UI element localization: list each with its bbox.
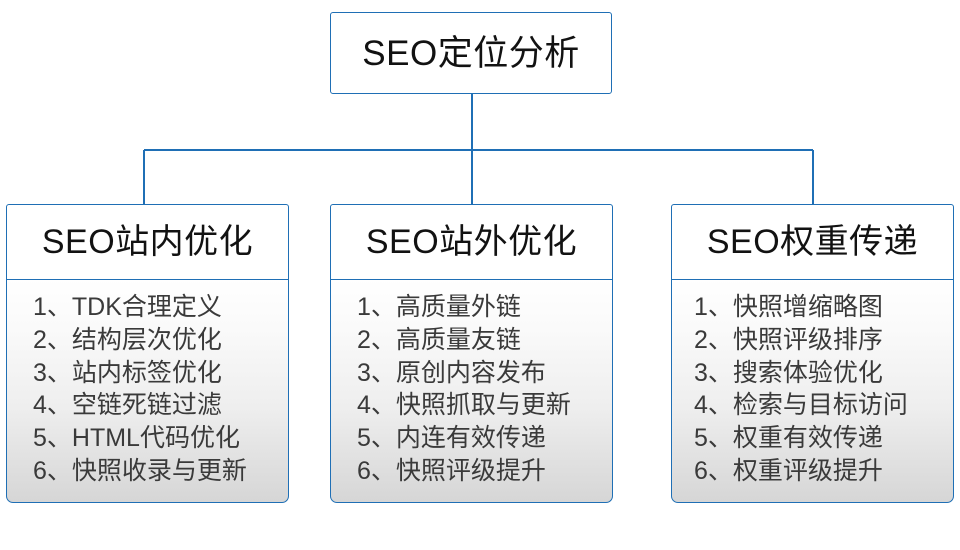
list-item: 3、原创内容发布 (357, 358, 546, 387)
branch-body: 1、高质量外链 2、高质量友链 3、原创内容发布 4、快照抓取与更新 5、内连有… (330, 279, 613, 503)
list-item: 5、权重有效传递 (694, 424, 883, 452)
branch-node-seo-onsite[interactable]: SEO站内优化 1、TDK合理定义 2、结构层次优化 3、站内标签优化 4、空链… (6, 204, 289, 503)
list-item: 2、高质量友链 (357, 325, 521, 354)
list-item: 5、内连有效传递 (357, 424, 546, 452)
branch-title: SEO站内优化 (41, 223, 254, 261)
branch-node-seo-weight-transfer[interactable]: SEO权重传递 1、快照增缩略图 2、快照评级排序 3、搜索体验优化 4、检索与… (671, 204, 954, 503)
branch-item-list: 1、快照增缩略图 2、快照评级排序 3、搜索体验优化 4、检索与目标访问 5、权… (672, 291, 953, 488)
list-item: 1、TDK合理定义 (33, 293, 222, 321)
list-item: 6、快照评级提升 (357, 456, 546, 485)
list-item: 6、快照收录与更新 (33, 456, 247, 485)
branch-node-seo-offsite[interactable]: SEO站外优化 1、高质量外链 2、高质量友链 3、原创内容发布 4、快照抓取与… (330, 204, 613, 503)
list-item: 4、空链死链过滤 (33, 391, 222, 420)
branch-header[interactable]: SEO权重传递 (671, 204, 954, 280)
branch-body: 1、快照增缩略图 2、快照评级排序 3、搜索体验优化 4、检索与目标访问 5、权… (671, 279, 954, 503)
branch-item-list: 1、高质量外链 2、高质量友链 3、原创内容发布 4、快照抓取与更新 5、内连有… (331, 291, 612, 488)
branch-item-list: 1、TDK合理定义 2、结构层次优化 3、站内标签优化 4、空链死链过滤 5、H… (7, 291, 288, 488)
list-item: 1、高质量外链 (357, 293, 521, 321)
branch-body: 1、TDK合理定义 2、结构层次优化 3、站内标签优化 4、空链死链过滤 5、H… (6, 279, 289, 503)
list-item: 3、站内标签优化 (33, 358, 222, 387)
list-item: 6、权重评级提升 (694, 456, 883, 485)
list-item: 2、结构层次优化 (33, 325, 222, 354)
list-item: 4、检索与目标访问 (694, 391, 908, 420)
root-node[interactable]: SEO定位分析 (330, 12, 612, 94)
list-item: 3、搜索体验优化 (694, 358, 883, 387)
list-item: 2、快照评级排序 (694, 325, 883, 354)
branch-header[interactable]: SEO站外优化 (330, 204, 613, 280)
list-item: 5、HTML代码优化 (33, 424, 240, 452)
list-item: 4、快照抓取与更新 (357, 391, 571, 420)
branch-title: SEO权重传递 (706, 223, 919, 261)
branch-header[interactable]: SEO站内优化 (6, 204, 289, 280)
list-item: 1、快照增缩略图 (694, 293, 883, 321)
branch-title: SEO站外优化 (365, 223, 578, 261)
root-node-title: SEO定位分析 (362, 33, 580, 73)
